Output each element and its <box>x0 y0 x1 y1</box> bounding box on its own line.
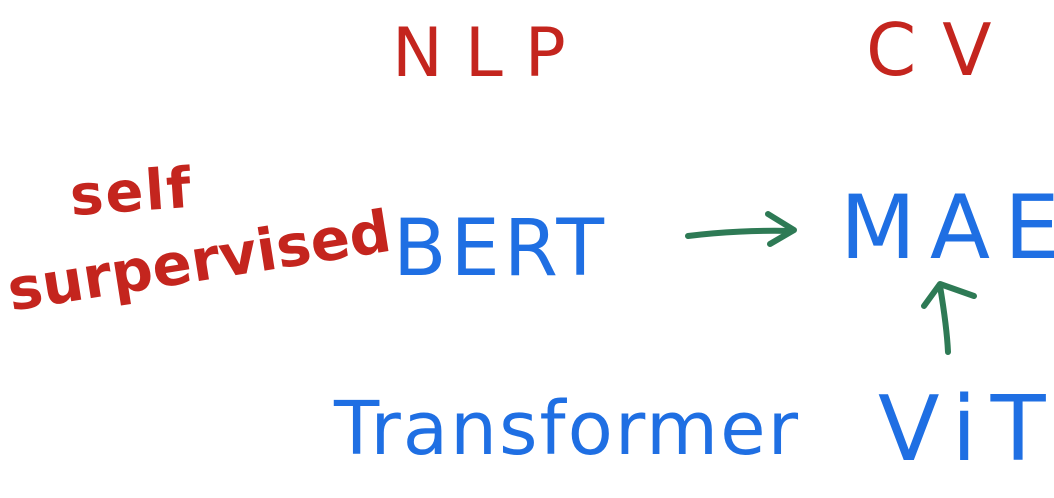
arrow-bert-to-mae-head <box>765 211 797 247</box>
node-mae: MAE <box>840 176 1054 279</box>
column-header-nlp: NLP <box>392 14 588 93</box>
arrow-vit-to-mae-head <box>921 281 977 309</box>
arrow-vit-to-mae-shaft <box>937 283 951 355</box>
arrow-vit-to-mae <box>921 281 977 355</box>
arrow-bert-to-mae-shaft <box>685 227 795 239</box>
node-bert: BERT <box>393 204 608 294</box>
arrow-bert-to-mae <box>685 211 797 247</box>
node-transformer: Transformer <box>334 386 801 472</box>
column-header-cv: CV <box>866 8 1018 92</box>
node-vit: ViT <box>878 377 1054 482</box>
